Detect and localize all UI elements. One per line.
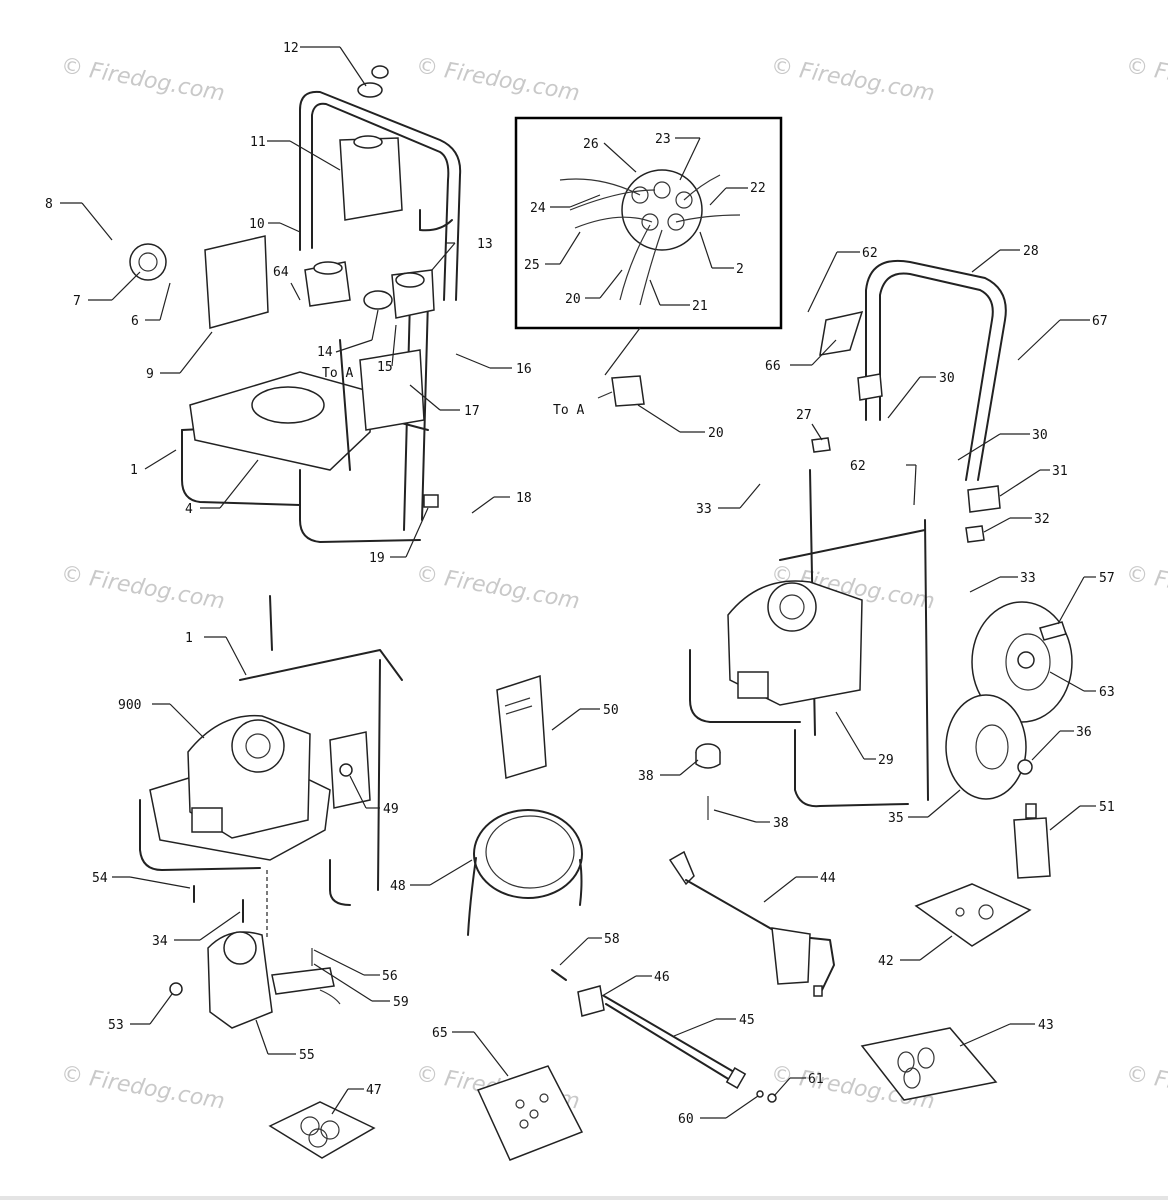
frame-assembly-upper-left: [129, 65, 462, 543]
callout-62: 62: [862, 246, 878, 261]
callout-48: 48: [390, 879, 406, 894]
callout-67: 67: [1092, 314, 1108, 329]
callout-1: 1: [185, 631, 193, 646]
callout-8: 8: [45, 197, 53, 212]
callout-54: 54: [92, 871, 108, 886]
watermark: © Firedog.com: [414, 561, 582, 614]
watermark: © Firedog.com: [1124, 561, 1168, 614]
callout-65: 65: [432, 1026, 448, 1041]
callout-62: 62: [850, 459, 866, 474]
callout-19: 19: [369, 551, 385, 566]
watermark: © Firedog.com: [1124, 53, 1168, 106]
bottom-rule: [0, 1196, 1168, 1200]
callout-31: 31: [1052, 464, 1068, 479]
callout-43: 43: [1038, 1018, 1054, 1033]
callout-51: 51: [1099, 800, 1115, 815]
callout-20: 20: [708, 426, 724, 441]
callout-30: 30: [939, 371, 955, 386]
callout-59: 59: [393, 995, 409, 1010]
callout-15: 15: [377, 360, 393, 375]
watermark: © Firedog.com: [414, 53, 582, 106]
callout-10: 10: [249, 217, 265, 232]
callout-12: 12: [283, 41, 299, 56]
callout-53: 53: [108, 1018, 124, 1033]
callout-26: 26: [583, 137, 599, 152]
callout-55: 55: [299, 1048, 315, 1063]
callout-63: 63: [1099, 685, 1115, 700]
callout-11: 11: [250, 135, 266, 150]
callout-45: 45: [739, 1013, 755, 1028]
callout-1: 1: [130, 463, 138, 478]
to-a-label: To A: [553, 403, 584, 418]
callout-60: 60: [678, 1112, 694, 1127]
callout-32: 32: [1034, 512, 1050, 527]
callout-25: 25: [524, 258, 540, 273]
callout-50: 50: [603, 703, 619, 718]
callout-7: 7: [73, 294, 81, 309]
callout-61: 61: [808, 1072, 824, 1087]
callout-49: 49: [383, 802, 399, 817]
callout-35: 35: [888, 811, 904, 826]
callout-42: 42: [878, 954, 894, 969]
callout-28: 28: [1023, 244, 1039, 259]
callout-6: 6: [131, 314, 139, 329]
callout-33: 33: [1020, 571, 1036, 586]
callout-23: 23: [655, 132, 671, 147]
callout-56: 56: [382, 969, 398, 984]
watermark: © Firedog.com: [59, 1061, 227, 1114]
callout-47: 47: [366, 1083, 382, 1098]
callout-9: 9: [146, 367, 154, 382]
callout-38: 38: [773, 816, 789, 831]
callout-29: 29: [878, 753, 894, 768]
callout-24: 24: [530, 201, 546, 216]
callout-36: 36: [1076, 725, 1092, 740]
callout-21: 21: [692, 299, 708, 314]
callout-38: 38: [638, 769, 654, 784]
callout-18: 18: [516, 491, 532, 506]
engine-assembly-lower-left: [139, 595, 403, 1029]
handle-and-frame-upper-right: [689, 259, 1073, 820]
watermark: © Firedog.com: [59, 561, 227, 614]
callout-58: 58: [604, 932, 620, 947]
callout-27: 27: [796, 408, 812, 423]
callout-2: 2: [736, 262, 744, 277]
watermark: © Firedog.com: [769, 53, 937, 106]
callout-22: 22: [750, 181, 766, 196]
callout-13: 13: [477, 237, 493, 252]
callout-66: 66: [765, 359, 781, 374]
leader-lines: [60, 46, 1096, 1119]
watermark: © Firedog.com: [59, 53, 227, 106]
callout-17: 17: [464, 404, 480, 419]
watermark: © Firedog.com: [1124, 1061, 1168, 1114]
callout-30: 30: [1032, 428, 1048, 443]
callout-34: 34: [152, 934, 168, 949]
callout-16: 16: [516, 362, 532, 377]
callout-20: 20: [565, 292, 581, 307]
accessories: [268, 674, 1051, 1161]
callout-46: 46: [654, 970, 670, 985]
callout-33: 33: [696, 502, 712, 517]
to-a-label: To A: [322, 366, 353, 381]
callout-64: 64: [273, 265, 289, 280]
callout-4: 4: [185, 502, 193, 517]
callout-14: 14: [317, 345, 333, 360]
callout-900: 900: [118, 698, 141, 713]
manifold-inset: To A: [514, 116, 783, 418]
callouts: 12 11 10 8 7 6 64 9 14 15 16 17 13 1 4 1…: [45, 41, 1115, 1127]
callout-57: 57: [1099, 571, 1115, 586]
callout-44: 44: [820, 871, 836, 886]
